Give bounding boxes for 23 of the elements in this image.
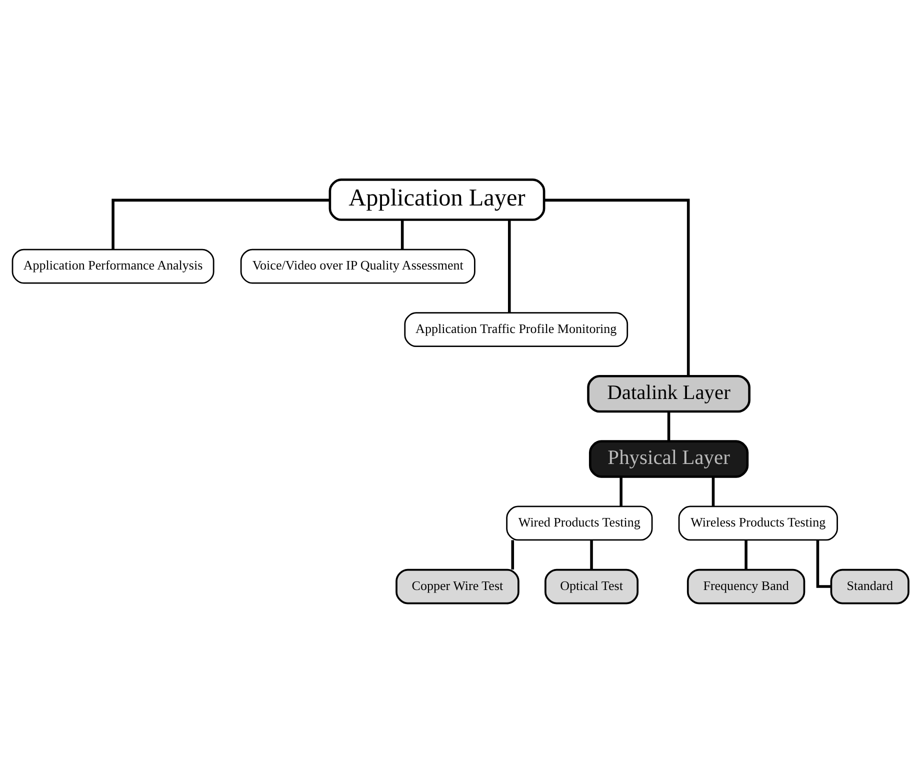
connector <box>511 540 514 570</box>
connector <box>667 412 670 442</box>
connector <box>712 476 715 506</box>
node-box: Application Performance Analysis <box>12 248 214 284</box>
connector <box>112 198 330 250</box>
connector <box>544 198 690 376</box>
node-box: Optical Test <box>544 568 639 604</box>
connector <box>620 476 622 506</box>
node-box: Application Traffic Profile Monitoring <box>404 312 628 348</box>
connector <box>590 540 593 570</box>
node-box: Frequency Band <box>686 568 806 604</box>
node-box: Standard <box>830 568 910 604</box>
connector <box>816 540 832 588</box>
node-box: Wireless Products Testing <box>678 506 838 541</box>
node-box: Wired Products Testing <box>506 506 653 541</box>
connector <box>508 220 511 313</box>
node-box: Voice/Video over IP Quality Assessment <box>240 248 476 284</box>
node-box: Application Layer <box>328 178 546 221</box>
node-box: Datalink Layer <box>587 374 750 413</box>
node-box: Copper Wire Test <box>396 568 520 604</box>
connector <box>744 540 748 570</box>
node-box: Physical Layer <box>588 440 749 478</box>
connector <box>400 220 404 250</box>
